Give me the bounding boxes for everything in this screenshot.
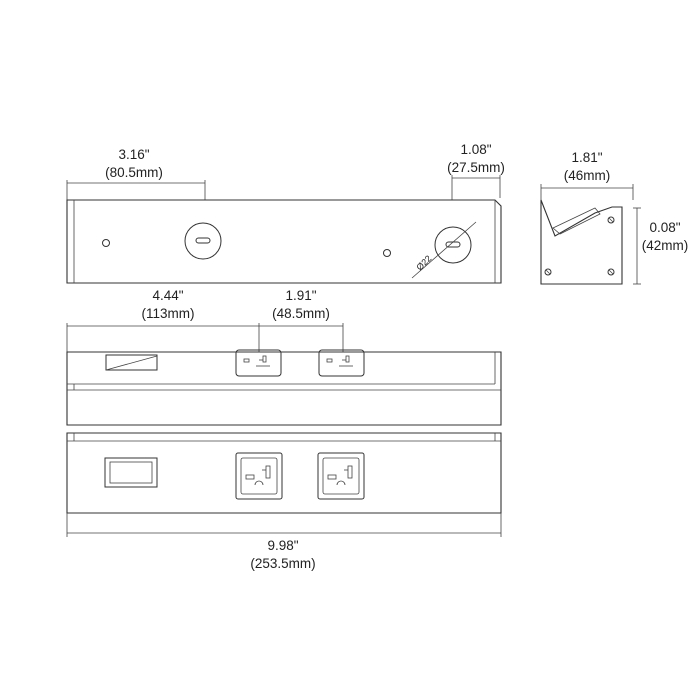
power-switch-front [104, 457, 158, 488]
diameter-leader [411, 221, 477, 279]
middle-right-dim-mm: (48.5mm) [272, 306, 330, 321]
middle-view: 4.44" (113mm) 1.91" (48.5mm) [66, 288, 502, 426]
middle-dimension-line [66, 323, 344, 352]
overall-dim-mm: (253.5mm) [250, 556, 315, 571]
middle-left-dim-inch: 4.44" [152, 288, 183, 303]
power-switch-top [105, 354, 158, 371]
front-view-body [66, 432, 502, 514]
top-left-dim-mm: (80.5mm) [105, 165, 163, 180]
outlet-front-right [317, 452, 365, 500]
side-width-dim-inch: 1.81" [571, 150, 602, 165]
side-view-lid [552, 207, 601, 235]
side-width-dimension-line [540, 184, 634, 200]
mounting-hole-left [102, 239, 110, 247]
top-right-dim-inch: 1.08" [460, 142, 491, 157]
side-view-body [540, 199, 623, 285]
outlet-top-right [318, 349, 365, 377]
screw-icon [544, 216, 615, 276]
middle-view-body [66, 351, 502, 426]
middle-left-dim-mm: (113mm) [141, 306, 194, 321]
front-view: 9.98" (253.5mm) [66, 432, 502, 571]
top-left-dim-inch: 3.16" [118, 147, 149, 162]
grommet-left [184, 222, 222, 260]
side-height-dim-mm: (42mm) [642, 238, 689, 253]
top-view: 3.16" (80.5mm) 1.08" (27.5mm) [66, 142, 505, 284]
overall-dimension-line [66, 513, 502, 537]
mounting-hole-right [383, 249, 391, 257]
outlet-top-left [235, 349, 282, 377]
side-width-dim-mm: (46mm) [564, 168, 611, 183]
side-height-dimension-line [633, 207, 641, 285]
overall-dim-inch: 9.98" [267, 538, 298, 553]
side-height-dim-inch: 0.08" [649, 220, 680, 235]
top-view-body [66, 199, 502, 284]
top-right-dim-mm: (27.5mm) [447, 160, 505, 175]
side-view: 1.81" (46mm) 0.08" (42mm) [540, 150, 689, 285]
outlet-front-left [235, 452, 283, 500]
middle-right-dim-inch: 1.91" [285, 288, 316, 303]
